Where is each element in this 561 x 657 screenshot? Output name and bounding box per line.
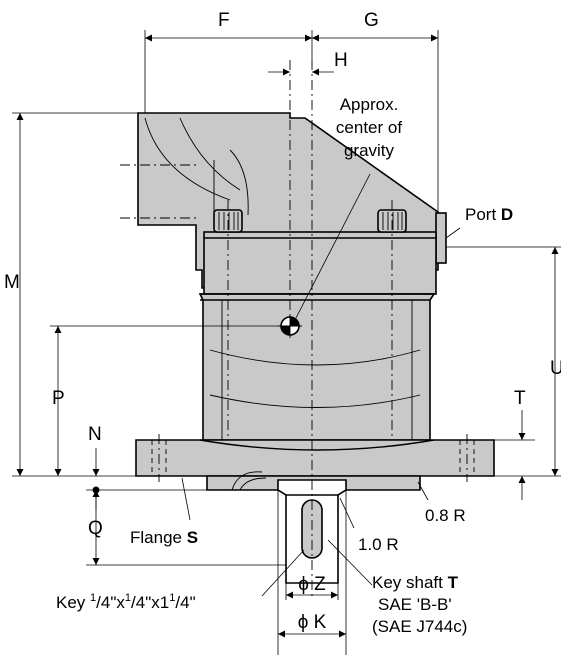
leader-lines xyxy=(181,173,461,597)
extension-lines xyxy=(12,30,561,655)
label-T: T xyxy=(514,388,526,409)
radius-small-label: 0.8 R xyxy=(425,506,466,525)
label-G: G xyxy=(364,10,379,31)
svg-text:gravity: gravity xyxy=(344,141,395,160)
label-dia-z: ϕ Z xyxy=(298,574,326,595)
label-P: P xyxy=(52,388,65,409)
center-of-gravity-label: Approx. center of gravity xyxy=(336,95,402,160)
label-N: N xyxy=(88,424,102,445)
svg-text:Approx.: Approx. xyxy=(340,95,399,114)
motor-body xyxy=(135,112,495,491)
svg-text:SAE 'B-B': SAE 'B-B' xyxy=(378,595,452,614)
label-F: F xyxy=(218,10,230,31)
flange-body xyxy=(135,439,495,477)
port-label: Port D xyxy=(465,205,513,224)
svg-text:center of: center of xyxy=(336,118,402,137)
datum-point xyxy=(92,486,100,494)
label-H: H xyxy=(334,50,348,71)
center-lines xyxy=(120,60,393,600)
dimension-lines xyxy=(16,34,559,638)
center-of-gravity-symbol xyxy=(278,314,302,338)
key-size-label: Key 1/4"x1/4"x11/4" xyxy=(56,592,196,612)
radius-large-label: 1.0 R xyxy=(358,535,399,554)
label-dia-k: ϕ K xyxy=(298,612,327,633)
label-U: U xyxy=(550,358,561,379)
main-body xyxy=(198,293,436,441)
svg-text:(SAE J744c): (SAE J744c) xyxy=(372,617,467,636)
svg-text:Key shaft T: Key shaft T xyxy=(372,573,459,592)
label-Q: Q xyxy=(88,518,103,539)
label-M: M xyxy=(4,272,20,293)
flange-label: Flange S xyxy=(130,528,198,547)
key-shaft-label: Key shaft T SAE 'B-B' (SAE J744c) xyxy=(372,573,467,636)
port-boss xyxy=(435,212,447,264)
center-block xyxy=(203,231,437,295)
